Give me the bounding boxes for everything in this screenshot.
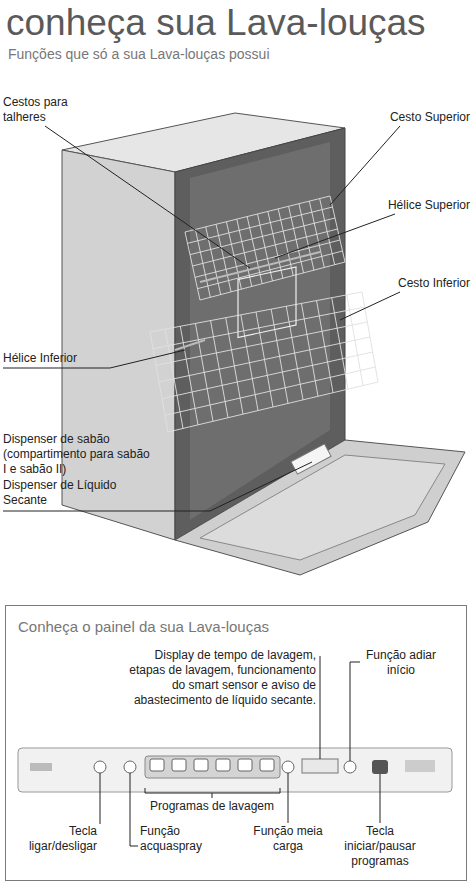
leader-line <box>350 662 360 761</box>
cutlery-basket <box>238 267 296 337</box>
leader-line <box>3 350 185 368</box>
panel-label: Display de tempo de lavagem, etapas de l… <box>128 648 316 708</box>
rack-wire <box>156 322 367 365</box>
leader-line <box>330 126 400 205</box>
panel-heading: Conheça o painel da sua Lava-louças <box>18 618 269 636</box>
upper-rack <box>185 196 345 300</box>
page-title: conheça sua Lava-louças <box>6 2 426 44</box>
rack-wire <box>168 382 378 432</box>
panel-label: Tecla ligar/desligar <box>25 824 97 854</box>
delay-button <box>344 761 356 773</box>
part-label: Cestos para talheres <box>3 95 83 125</box>
power-button <box>94 761 106 773</box>
racks <box>150 196 378 432</box>
leader-line <box>320 656 321 759</box>
part-label: Cesto Superior <box>355 110 470 125</box>
open-door <box>175 440 465 575</box>
rack-wire <box>153 307 365 349</box>
bracket <box>145 788 280 798</box>
leader-line <box>275 214 395 258</box>
part-label: Hélice Superior <box>345 198 470 213</box>
acquaspray-button <box>124 761 136 773</box>
program-icon <box>172 759 186 771</box>
logo-mark <box>405 760 435 772</box>
leader-line <box>45 126 250 268</box>
program-buttons <box>145 756 280 778</box>
leader-lines <box>3 126 400 511</box>
door-inner <box>200 455 445 560</box>
rack-wire <box>190 218 335 255</box>
program-icon <box>150 759 164 771</box>
half-load-button <box>282 761 294 773</box>
subtitle: Funções que só a sua Lava-louças possui <box>8 46 468 63</box>
panel-label: Função meia carga <box>250 824 326 854</box>
leader-line <box>380 774 381 823</box>
rack-wire <box>188 207 333 243</box>
display <box>302 759 338 773</box>
brand-mark <box>30 763 52 771</box>
control-panel <box>18 748 452 792</box>
panel-strip <box>18 748 452 792</box>
lower-rack <box>150 292 378 432</box>
leader-line <box>130 773 138 846</box>
panel-label: Função adiar início <box>362 648 440 678</box>
leader-line <box>340 292 400 320</box>
upper-spray-arm <box>200 252 320 282</box>
start-button <box>372 760 388 774</box>
rack-wire <box>185 196 330 232</box>
program-icon <box>260 759 274 771</box>
rack-wire <box>150 292 362 332</box>
rack-wire <box>193 229 338 266</box>
panel-label: Função acquaspray <box>140 824 212 854</box>
panel-label: Programas de lavagem <box>132 799 292 814</box>
part-label: Hélice Inferior <box>3 351 113 366</box>
part-label: Cesto Inferior <box>355 276 470 291</box>
rack-wire <box>200 262 345 300</box>
rack-wire <box>195 240 340 277</box>
part-label: Dispenser de sabão (compartimento para s… <box>3 432 153 477</box>
rack-wire <box>198 251 343 289</box>
panel-label: Tecla iniciar/pausar programas <box>336 824 424 869</box>
leader-line <box>288 773 289 823</box>
leader-line <box>100 773 101 824</box>
dishwasher-drawing <box>62 113 465 575</box>
program-icon <box>194 759 208 771</box>
part-label: Dispenser de Líquido Secante <box>3 478 153 508</box>
lower-spray-arm <box>175 340 205 350</box>
program-icon <box>238 759 252 771</box>
program-icon <box>216 759 230 771</box>
